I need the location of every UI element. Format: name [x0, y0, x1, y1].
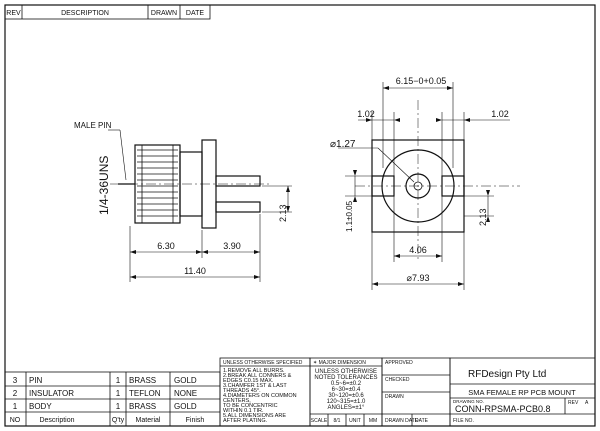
bom-description: INSULATOR	[29, 389, 74, 398]
note-line: THREADS 45°.	[223, 388, 261, 394]
drawing-no-label: DRAWING NO.	[453, 399, 484, 404]
tolerance-line: 30~120=±0.6	[328, 393, 364, 399]
tolerance-line: NOTED TOLERANCES	[314, 375, 377, 381]
thread-lines	[137, 145, 178, 223]
notes-block: UNLESS OTHERWISE SPECIFIED 1.REMOVE ALL …	[219, 357, 311, 427]
tolerance-line: 0.5~6=±0.2	[331, 381, 362, 387]
bom-finish: GOLD	[174, 376, 197, 385]
bom-qty: 1	[116, 376, 121, 385]
dim-3-90: 3.90	[223, 241, 241, 251]
pcb-leg-bottom	[215, 201, 261, 213]
approved-label: APPROVED	[385, 360, 413, 366]
revision-block: REV DESCRIPTION DRAWN DATE	[4, 4, 211, 20]
date-label: DATE	[415, 418, 429, 424]
tolerance-line: 6~30=±0.4	[332, 387, 361, 393]
rev-header: REV	[6, 10, 21, 17]
tolerance-line: ANGLES=±1°	[328, 405, 365, 411]
dim-11-40: 11.40	[184, 266, 206, 276]
bom-row: 1 BODY 1 BRASS GOLD	[13, 402, 197, 411]
dim-1-02-right: 1.02	[491, 109, 509, 119]
major-dimension-header: ✶ MAJOR DIMENSION	[313, 360, 366, 366]
unit-value: MM	[369, 418, 377, 424]
thread-spec-label: 1/4-36UNS	[97, 156, 111, 215]
tolerance-line: UNLESS OTHERWISE	[315, 369, 377, 375]
scale-label: SCALE	[311, 418, 328, 424]
note-line: WITHIN 0.1 TIR.	[223, 408, 264, 414]
bom-header-material: Material	[136, 417, 161, 424]
note-line: 3.CHAMFER 1ST & LAST	[223, 383, 287, 389]
description-header: DESCRIPTION	[61, 10, 109, 17]
approvals-block: APPROVED CHECKED DRAWN DRAWN DATE DATE	[381, 357, 451, 427]
drawn-label: DRAWN	[385, 394, 404, 400]
note-line: EDGES C0.15 MAX.	[223, 378, 274, 384]
bom-header-no: NO	[10, 417, 21, 424]
file-no-label: FILE NO.	[453, 418, 474, 424]
date-header: DATE	[186, 10, 204, 17]
bom-row: 3 PIN 1 BRASS GOLD	[13, 376, 197, 385]
dim-1-1: 1.1±0.05	[345, 200, 354, 232]
bom-header-finish: Finish	[186, 417, 205, 424]
bom-header-description: Description	[39, 417, 74, 424]
dim-6-15: 6.15−0+0.05	[396, 76, 447, 86]
title-block: RFDesign Pty Ltd SMA FEMALE RP PCB MOUNT…	[449, 357, 596, 427]
bom-material: BRASS	[129, 402, 156, 411]
dim-6-30: 6.30	[157, 241, 175, 251]
note-line: TO BE CONCENTRIC	[223, 403, 278, 409]
notes-header: UNLESS OTHERWISE SPECIFIED	[223, 360, 303, 366]
bom-description: BODY	[29, 402, 52, 411]
note-line: 5.ALL DIMENSIONS ARE	[223, 413, 286, 419]
side-view: MALE PIN 1/4-36UNS 6.30 3.90 11.40 2.13	[74, 121, 292, 282]
scale-value: 8/1	[334, 418, 341, 424]
checked-label: CHECKED	[385, 377, 410, 383]
unit-label: UNIT	[349, 418, 361, 424]
bom-table: 3 PIN 1 BRASS GOLD 2 INSULATOR 1 TEFLON …	[4, 371, 221, 427]
dim-7-93: ⌀7.93	[407, 273, 430, 283]
bom-no: 1	[13, 402, 18, 411]
bom-description: PIN	[29, 376, 43, 385]
bom-finish: NONE	[174, 389, 197, 398]
dim-2-13-left: 2.13	[278, 204, 288, 222]
male-pin-label: MALE PIN	[74, 121, 112, 130]
bom-qty: 1	[116, 402, 121, 411]
bom-material: BRASS	[129, 376, 156, 385]
tolerance-block: ✶ MAJOR DIMENSION UNLESS OTHERWISE NOTED…	[309, 357, 383, 427]
note-line: AFTER PLATING.	[223, 418, 268, 424]
bom-header-row: NO Description Q'ty Material Finish	[10, 417, 205, 424]
note-line: 4.DIAMETERS ON COMMON	[223, 393, 297, 399]
rev-label: REV	[568, 400, 579, 406]
rev-value: A	[585, 400, 589, 406]
tolerance-line: 120~315=±1.0	[327, 399, 366, 405]
drawn-date-label: DRAWN DATE	[385, 418, 419, 424]
drawing-title: SMA FEMALE RP PCB MOUNT	[468, 388, 576, 397]
bom-qty: 1	[116, 389, 121, 398]
drawing-number: CONN-RPSMA-PCB0.8	[455, 404, 551, 414]
drawn-header: DRAWN	[151, 10, 177, 17]
note-line: 1.REMOVE ALL BURRS.	[223, 368, 285, 374]
bom-no: 2	[13, 389, 18, 398]
dim-hole-diameter: ⌀1.27	[330, 139, 356, 150]
bom-no: 3	[13, 376, 18, 385]
dim-4-06: 4.06	[409, 245, 427, 255]
footprint-view: 6.15−0+0.05 1.02 1.02 ⌀1.27 1.1±0.05 2.1	[330, 76, 520, 290]
note-line: 2.BREAK ALL CONNERS &	[223, 373, 292, 379]
dim-1-02-left: 1.02	[357, 109, 375, 119]
dim-2-13-right: 2.13	[478, 208, 488, 226]
bom-finish: GOLD	[174, 402, 197, 411]
company-name: RFDesign Pty Ltd	[468, 369, 546, 380]
note-line: CENTERS,	[223, 398, 251, 404]
bom-row: 2 INSULATOR 1 TEFLON NONE	[13, 389, 197, 398]
bom-material: TEFLON	[129, 389, 161, 398]
bom-header-qty: Q'ty	[112, 417, 125, 424]
pcb-leg-top	[215, 175, 261, 187]
